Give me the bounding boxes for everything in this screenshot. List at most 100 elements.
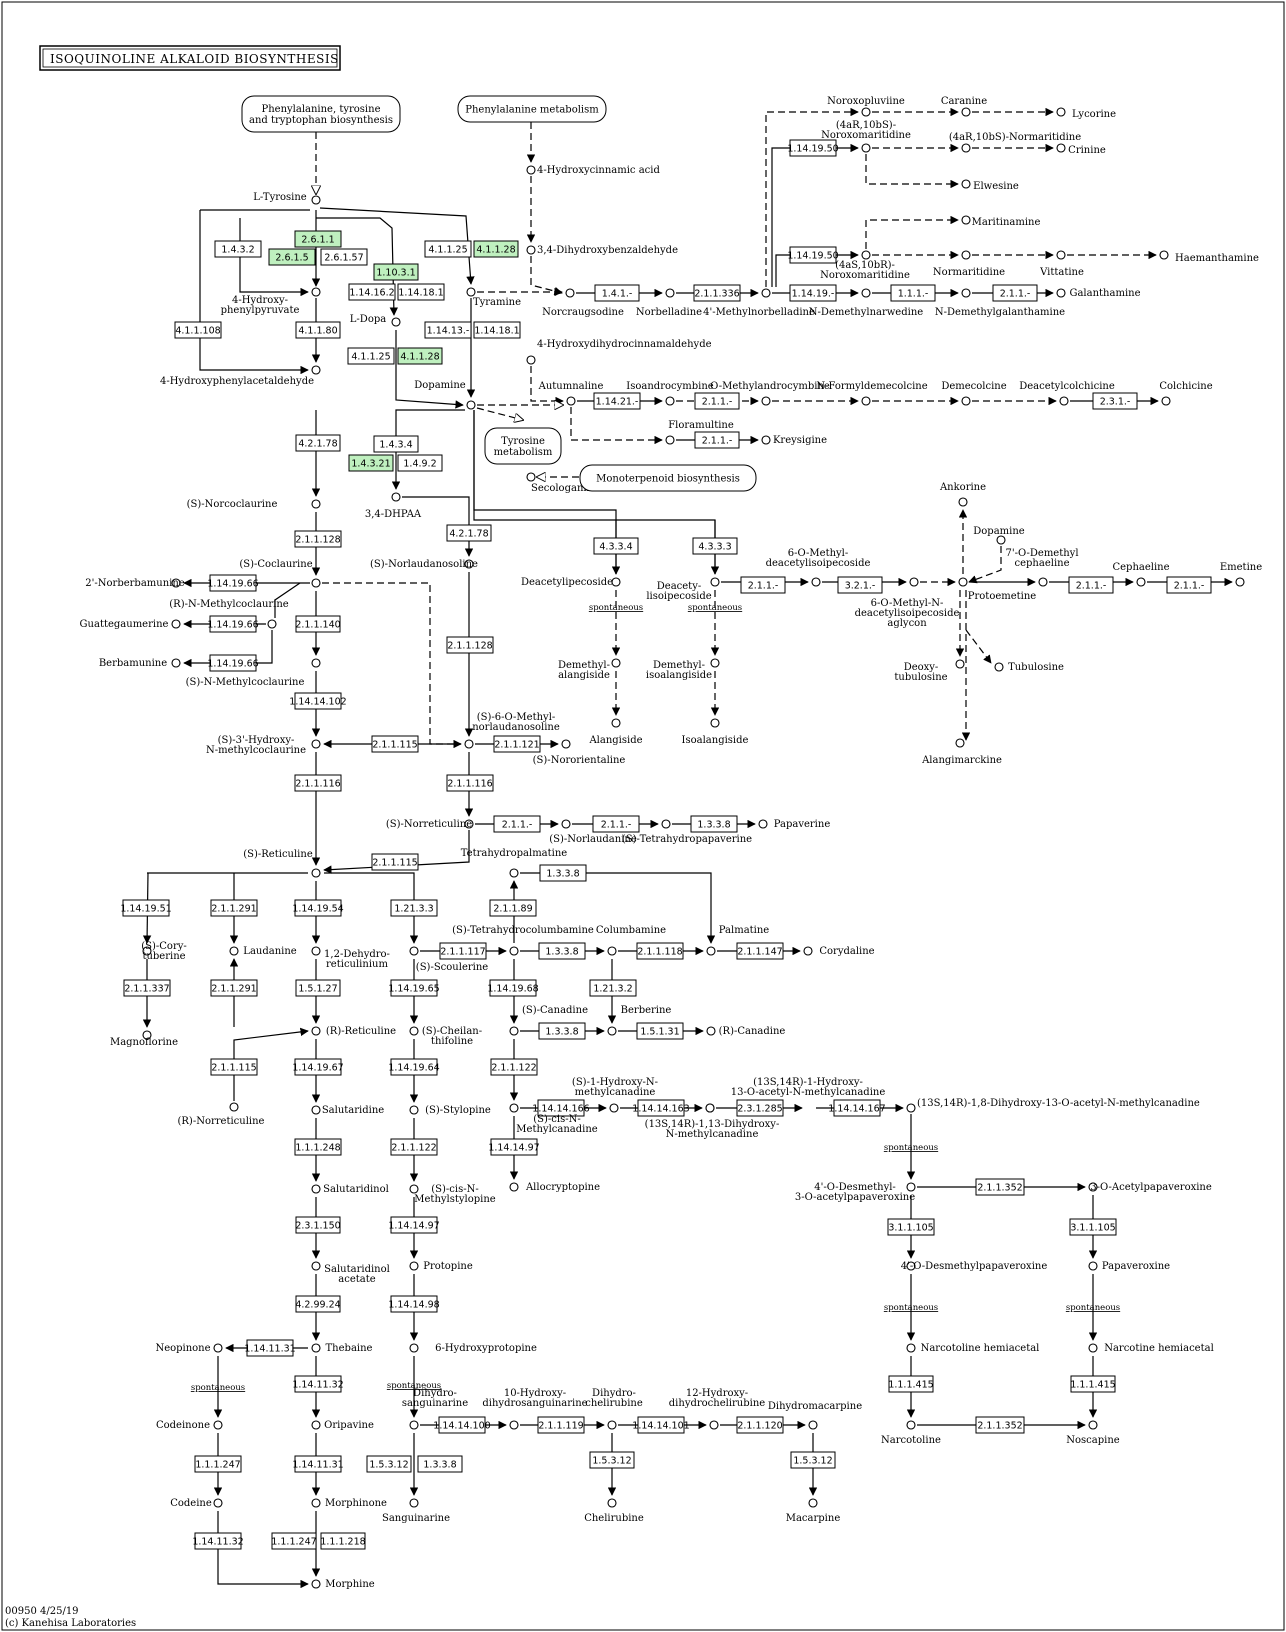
compound-elwesine[interactable]: Elwesine: [961, 179, 1019, 192]
compound-protoemetine[interactable]: Protoemetine: [958, 577, 1036, 602]
enzyme-box[interactable]: 2.1.1.140: [295, 615, 341, 633]
compound-node[interactable]: [811, 577, 821, 587]
compound-omnl[interactable]: (S)-6-O-Methyl-norlaudanosoline: [464, 712, 560, 749]
compound-node[interactable]: [466, 287, 476, 297]
compound-node[interactable]: [665, 435, 675, 445]
enzyme-box[interactable]: 1.1.1.247: [194, 1455, 242, 1473]
compound-node[interactable]: [710, 658, 720, 668]
enzyme-box[interactable]: 1.4.1.-: [594, 284, 640, 302]
compound-node[interactable]: [1056, 107, 1066, 117]
compound-node[interactable]: [142, 946, 152, 956]
enzyme-box[interactable]: 1.4.3.2: [214, 240, 262, 258]
compound-node[interactable]: [464, 559, 474, 569]
compound-node[interactable]: [1038, 577, 1048, 587]
compound-norlaudanine[interactable]: (S)-Norlaudanine: [549, 819, 637, 845]
enzyme-box[interactable]: 1.3.3.8: [539, 864, 587, 882]
enzyme-box[interactable]: 2.1.1.336: [693, 284, 741, 302]
compound-allocryptopine[interactable]: Allocryptopine: [509, 1182, 600, 1193]
compound-node[interactable]: [561, 739, 571, 749]
compound-emetine[interactable]: Emetine: [1220, 562, 1262, 587]
compound-node[interactable]: [607, 1026, 617, 1036]
compound-node[interactable]: [526, 165, 536, 175]
compound-node[interactable]: [509, 1026, 519, 1036]
compound-rcanadine[interactable]: (R)-Canadine: [706, 1026, 785, 1037]
compound-node[interactable]: [509, 1103, 519, 1113]
enzyme-box[interactable]: 2.1.1.118: [636, 942, 684, 960]
compound-rnmc[interactable]: (R)-N-Methylcoclaurine: [169, 599, 289, 629]
enzyme-box[interactable]: 4.1.1.28: [397, 347, 443, 365]
enzyme-box[interactable]: 1.1.1.-: [890, 284, 936, 302]
enzyme-box[interactable]: 2.1.1.-: [1068, 576, 1114, 594]
compound-odpx[interactable]: 4'-O-Desmethylpapaveroxine: [901, 1261, 1048, 1272]
compound-node[interactable]: [409, 946, 419, 956]
compound-node[interactable]: [958, 577, 968, 587]
enzyme-box[interactable]: 1.1.1.248: [294, 1138, 342, 1156]
compound-morphine[interactable]: Morphine: [311, 1579, 375, 1590]
compound-dopamine2[interactable]: Dopamine: [973, 526, 1025, 545]
compound-node[interactable]: [311, 578, 321, 588]
compound-node[interactable]: [861, 396, 871, 406]
compound-dhret[interactable]: 1,2-Dehydro-reticulinium: [311, 946, 390, 970]
compound-maritinamine[interactable]: Maritinamine: [961, 215, 1040, 228]
compound-hpp[interactable]: 4-Hydroxy-phenylpyruvate: [221, 287, 321, 316]
enzyme-box[interactable]: 2.6.1.5: [268, 248, 316, 266]
enzyme-box[interactable]: 2.3.1.285: [736, 1099, 784, 1117]
enzyme-box[interactable]: 2.1.1.128: [294, 530, 342, 548]
compound-node[interactable]: [171, 578, 181, 588]
compound-node[interactable]: [526, 472, 536, 482]
compound-node[interactable]: [661, 819, 671, 829]
enzyme-box[interactable]: 1.14.13.-: [424, 321, 472, 339]
compound-berberine[interactable]: Berberine: [607, 1005, 671, 1036]
compound-colchicine[interactable]: Colchicine: [1159, 381, 1213, 406]
compound-columbamine[interactable]: Columbamine: [596, 925, 666, 956]
enzyme-box[interactable]: 1.14.14.167: [828, 1099, 886, 1117]
compound-rreticuline[interactable]: (R)-Reticuline: [311, 1026, 396, 1037]
enzyme-box[interactable]: 4.1.1.25: [424, 240, 472, 258]
compound-node[interactable]: [1088, 1420, 1098, 1430]
compound-omandrocymbine[interactable]: O-Methylandrocymbine: [710, 381, 830, 406]
compound-node[interactable]: [607, 1420, 617, 1430]
enzyme-box[interactable]: 2.3.1.-: [1092, 392, 1138, 410]
compound-node[interactable]: [566, 396, 576, 406]
enzyme-box[interactable]: 1.1.1.415: [1070, 1375, 1116, 1393]
compound-node[interactable]: [311, 195, 321, 205]
compound-node[interactable]: [909, 577, 919, 587]
compound-lycorine[interactable]: Lycorine: [1056, 107, 1116, 120]
compound-node[interactable]: [955, 659, 965, 669]
compound-ndmgalanth[interactable]: N-Demethylgalanthamine: [935, 288, 1065, 318]
compound-node[interactable]: [311, 1498, 321, 1508]
compound-node[interactable]: [709, 1420, 719, 1430]
compound-palmatine[interactable]: Palmatine: [706, 925, 769, 956]
compound-node[interactable]: [706, 1026, 716, 1036]
enzyme-box[interactable]: 1.14.18.1: [397, 283, 445, 301]
compound-node[interactable]: [808, 1498, 818, 1508]
enzyme-box[interactable]: 2.1.1.-: [592, 815, 640, 833]
enzyme-box[interactable]: 2.1.1.-: [992, 284, 1038, 302]
compound-node[interactable]: [466, 400, 476, 410]
compound-demalang[interactable]: Demethyl-alangiside: [558, 658, 621, 681]
enzyme-box[interactable]: 2.1.1.119: [537, 1416, 585, 1434]
compound-node[interactable]: [311, 739, 321, 749]
compound-node[interactable]: [611, 718, 621, 728]
compound-ndmnarwedine[interactable]: N-Demethylnarwedine: [809, 288, 923, 318]
compound-corydaline[interactable]: Corydaline: [803, 946, 875, 957]
compound-reticuline[interactable]: (S)-Reticuline: [243, 849, 321, 878]
compound-hprotopine[interactable]: 6-Hydroxyprotopine: [409, 1343, 537, 1354]
enzyme-box[interactable]: 4.3.3.4: [593, 537, 639, 555]
compound-node[interactable]: [1088, 1182, 1098, 1192]
compound-norbelladine[interactable]: Norbelladine: [636, 288, 702, 318]
compound-node[interactable]: [607, 946, 617, 956]
enzyme-box[interactable]: 2.1.1.89: [489, 899, 537, 917]
compound-thpapav[interactable]: (S)-Tetrahydropapaverine: [622, 819, 752, 845]
compound-magnoflorine[interactable]: Magnoflorine: [110, 1030, 178, 1048]
enzyme-box[interactable]: 4.1.1.28: [473, 240, 519, 258]
enzyme-box[interactable]: 1.14.19.68: [487, 979, 539, 997]
enzyme-box[interactable]: 1.14.16.2: [348, 283, 396, 301]
compound-node[interactable]: [1059, 396, 1069, 406]
enzyme-box[interactable]: 2.1.1.-: [493, 815, 541, 833]
compound-haemanthamine[interactable]: Haemanthamine: [1159, 250, 1259, 264]
compound-norberbamunine[interactable]: 2'-Norberbamunine: [85, 578, 185, 589]
compound-node[interactable]: [509, 946, 519, 956]
enzyme-box[interactable]: 1.1.1.247: [271, 1532, 317, 1550]
